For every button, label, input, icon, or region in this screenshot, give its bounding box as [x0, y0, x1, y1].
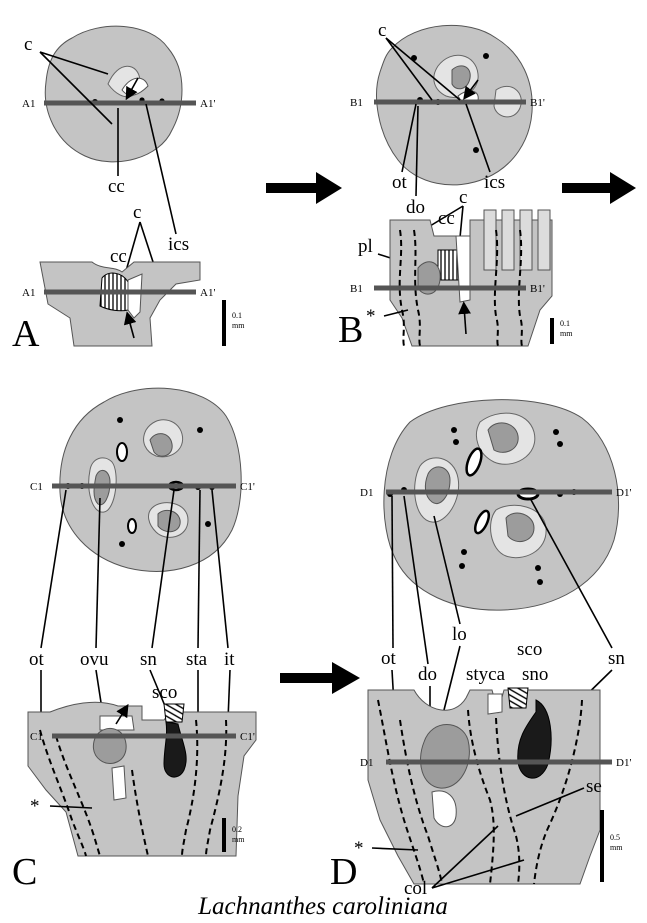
panel-d-bundle: [537, 579, 543, 585]
panel-c-leader: [41, 490, 66, 648]
panel-a-canal: [128, 274, 142, 318]
panel-d-bundle: [461, 549, 467, 555]
panel-b-bundle: [483, 53, 489, 59]
panel-c-cleft: [112, 766, 126, 800]
panel-d-label-se: se: [586, 776, 602, 797]
panel-c-label-sco: sco: [152, 682, 177, 703]
panel-b-sec-left-top: B1: [350, 97, 363, 109]
panel-d-sec-right-bottom: D1': [616, 757, 631, 769]
panel-c-bundle: [119, 541, 125, 547]
panel-a-sec-left-top: A1: [22, 98, 35, 110]
panel-c-label-ot: ot: [29, 649, 45, 670]
panel-c-sec-left-bottom: C1: [30, 731, 43, 743]
panel-d-bundle: [453, 439, 459, 445]
panel-d-sec-left-top: D1: [360, 487, 373, 499]
panel-d-label-lo: lo: [452, 624, 467, 645]
panel-a-label-ics: ics: [168, 234, 189, 255]
panel-d-bundle: [459, 563, 465, 569]
panel-d-label-do: do: [418, 664, 437, 685]
panel-b-carpel: [452, 66, 470, 89]
panel-d-label-sn: sn: [608, 648, 625, 669]
panel-b-bundle: [473, 147, 479, 153]
panel-d-stylar-canal: [488, 694, 502, 714]
panel-d-label-styca: styca: [466, 664, 506, 685]
panel-b-label-c-bottom: c: [459, 187, 467, 208]
panel-a-sec-right-bottom: A1': [200, 287, 215, 299]
arrow-a-to-b: [266, 172, 342, 204]
panel-b-label-cc: cc: [438, 208, 455, 229]
panel-d-letter: D: [330, 851, 357, 893]
panel-c-scale-value: 0.2: [232, 825, 242, 834]
panel-a-label-c-top: c: [24, 34, 32, 55]
panel-b-sec-right-top: B1': [530, 97, 545, 109]
panel-d-bundle: [557, 441, 563, 447]
panel-d-leader: [392, 496, 393, 648]
panel-a-scale-value: 0.1: [232, 311, 242, 320]
panel-c-bundle-ring: [117, 443, 127, 461]
panel-a-sec-left-bottom: A1: [22, 287, 35, 299]
panel-a-letter: A: [12, 313, 40, 355]
panel-a-label-cc-top: cc: [108, 176, 125, 197]
panel-c-sco-hatch: [164, 704, 184, 722]
arrow-c-to-d: [280, 662, 360, 694]
panel-c-label-sn: sn: [140, 649, 157, 670]
panel-c-label-sta: sta: [186, 649, 208, 670]
panel-c: C1 C1' ot ovu sn sta it sco C1 C1' *: [12, 388, 256, 893]
panel-b-style: [484, 210, 496, 270]
panel-a-label-cc-bottom: cc: [110, 246, 127, 267]
panel-b-style: [538, 210, 550, 270]
panel-a-label-c-bottom: c: [133, 202, 141, 223]
panel-c-bundle: [205, 521, 211, 527]
panel-b-letter: B: [338, 309, 363, 351]
panel-d-sec-right-top: D1': [616, 487, 631, 499]
panel-b-sec-right-bottom: B1': [530, 283, 545, 295]
panel-b-label-c-top: c: [378, 20, 386, 41]
panel-b-asterisk: *: [366, 306, 376, 327]
panel-c-scale-unit: mm: [232, 835, 245, 844]
panel-d-bundle: [553, 429, 559, 435]
panel-a-cross-section: [45, 26, 182, 162]
panel-d-bundle: [451, 427, 457, 433]
panel-b-sec-left-bottom: B1: [350, 283, 363, 295]
arrow-b-to-c: [562, 172, 636, 204]
panel-c-asterisk: *: [30, 796, 40, 817]
panel-b-label-ot: ot: [392, 172, 408, 193]
panel-b-label-pl: pl: [358, 236, 373, 257]
panel-d-label-sno: sno: [522, 664, 548, 685]
panel-d-label-sco: sco: [517, 639, 542, 660]
panel-c-sec-left-top: C1: [30, 481, 43, 493]
panel-c-letter: C: [12, 851, 37, 893]
panel-a-leader: [140, 222, 155, 268]
panel-d-scale-unit: mm: [610, 843, 623, 852]
panel-b-style: [502, 210, 514, 270]
panel-c-bundle: [117, 417, 123, 423]
panel-c-label-it: it: [224, 649, 235, 670]
panel-c-sec-right-top: C1': [240, 481, 255, 493]
panel-a: A1 A1' c cc ics c A1 A1' cc 0.1 mm A: [12, 26, 245, 355]
panel-b-label-ics: ics: [484, 172, 505, 193]
panel-c-sec-right-bottom: C1': [240, 731, 255, 743]
panel-b-label-do: do: [406, 197, 425, 218]
panel-c-bundle-ring: [128, 519, 136, 533]
panel-d-label-ot: ot: [381, 648, 397, 669]
panel-d-sco-hatch: [508, 688, 528, 708]
panel-d-scale-value: 0.5: [610, 833, 620, 842]
panel-d-bundle: [535, 565, 541, 571]
panel-d-long-section: [368, 690, 600, 884]
panel-d-sec-left-bottom: D1: [360, 757, 373, 769]
panel-b-scale-unit: mm: [560, 329, 573, 338]
panel-c-label-ovu: ovu: [80, 649, 109, 670]
panel-d: D1 D1' ot do lo sco styca sno sn D1 D1' …: [330, 400, 631, 899]
panel-a-sec-right-top: A1': [200, 98, 215, 110]
figure-caption: Lachnanthes caroliniana: [197, 893, 448, 920]
panel-c-bundle: [197, 427, 203, 433]
panel-c-cross-section: [60, 388, 241, 571]
panel-b: B1 B1' c ot do ics c cc pl B1 B1': [338, 20, 573, 351]
panel-a-scale-unit: mm: [232, 321, 245, 330]
panel-b-scale-value: 0.1: [560, 319, 570, 328]
